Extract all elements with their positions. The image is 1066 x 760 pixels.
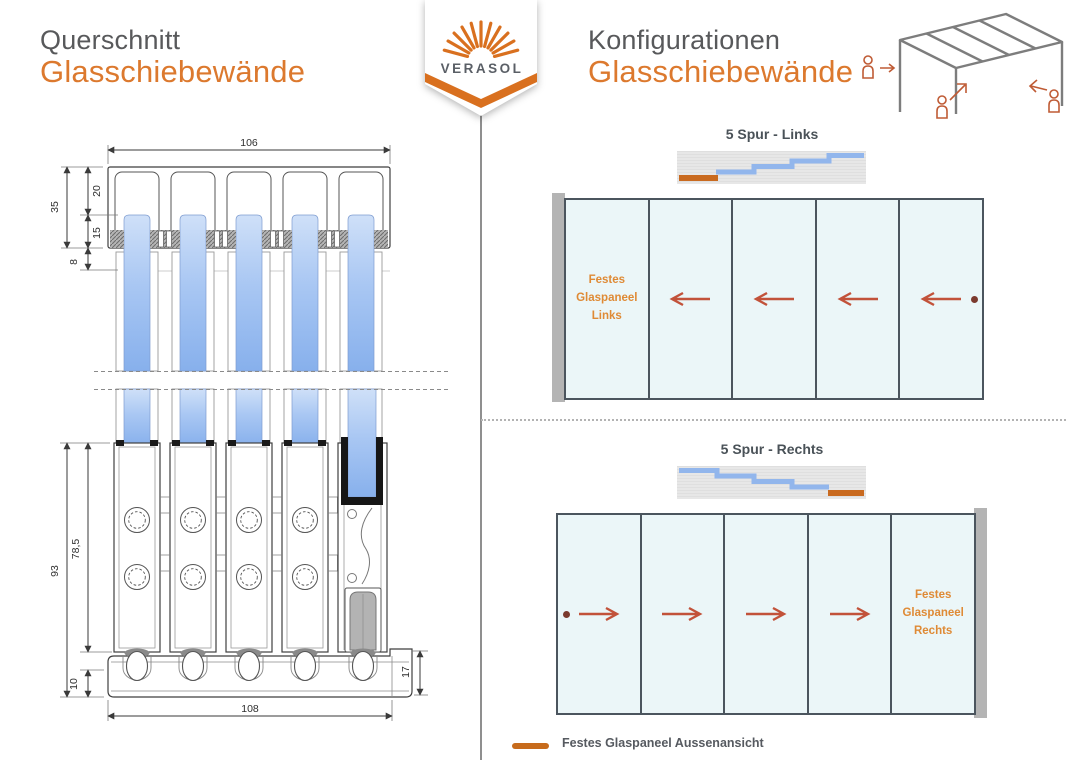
glass-panes-upper [123, 214, 375, 372]
legend-label: Festes Glaspaneel Aussenansicht [562, 736, 764, 750]
track-layout-links [677, 151, 866, 184]
section-divider [481, 419, 1066, 421]
dim-panel-rail-height: 78,5 [70, 539, 82, 560]
sliding-panel [731, 200, 815, 398]
left-header-title: Glasschiebewände [40, 54, 306, 90]
sliding-panel [898, 200, 982, 398]
pergola-icon [862, 12, 1064, 119]
handle-dot [971, 296, 978, 303]
sunburst-icon [442, 20, 520, 59]
bottom-rails [113, 440, 338, 653]
slide-left-arrow-icon [837, 291, 878, 307]
rollers [124, 648, 376, 682]
slide-right-arrow-icon [662, 606, 703, 622]
right-header: Konfigurationen Glasschiebewände [588, 25, 854, 90]
dim-top-lower: 15 [91, 227, 103, 239]
fixed-panel-rechts: Festes Glaspaneel Rechts [890, 515, 974, 713]
sliding-panel [558, 515, 640, 713]
dim-bottom-track-height: 10 [68, 678, 80, 690]
fixed-panel-rechts-label: Festes Glaspaneel Rechts [902, 589, 964, 637]
dim-bottom-total-height: 93 [49, 565, 61, 577]
screw-icons [124, 507, 318, 590]
sliding-panel [639, 515, 724, 713]
wall-post-left [552, 193, 565, 402]
vertical-divider [480, 110, 482, 760]
sliding-panels-steps [679, 468, 829, 490]
slide-right-arrow-icon [829, 606, 871, 622]
slide-left-arrow-icon [669, 291, 711, 307]
config-links-title: 5 Spur - Links [725, 126, 819, 142]
slide-left-arrow-icon [920, 291, 962, 307]
fixed-panel-links: Festes Glaspaneel Links [566, 200, 648, 398]
dim-top-total-height: 35 [49, 201, 61, 213]
left-header: Querschnitt Glasschiebewände [40, 25, 306, 90]
legend-fixed-panel-swatch [512, 743, 549, 749]
left-header-subtitle: Querschnitt [40, 25, 181, 55]
logo-chevron [425, 73, 537, 108]
person-icons [862, 55, 1060, 119]
wall-post-right [974, 508, 987, 718]
pergola-frame [898, 12, 1064, 114]
config-rechts-panels: Festes Glaspaneel Rechts [556, 513, 976, 715]
sliding-panel [647, 200, 732, 398]
break-lines [94, 371, 448, 390]
track-layout-rechts [677, 466, 866, 499]
sliding-panel [723, 515, 807, 713]
slide-right-arrow-icon [745, 606, 787, 622]
right-header-title: Glasschiebewände [588, 54, 854, 90]
fixed-panel-links-label: Festes Glaspaneel Links [576, 274, 638, 322]
right-header-subtitle: Konfigurationen [588, 25, 781, 55]
rail-connectors [160, 496, 338, 572]
slide-left-arrow-icon [753, 291, 794, 307]
config-rechts-title: 5 Spur - Rechts [720, 441, 824, 457]
slide-right-arrow-icon [578, 606, 620, 622]
glass-pane-end [347, 388, 377, 498]
dimensions: 106 35 20 15 8 93 78,5 10 108 17 [49, 137, 428, 721]
dim-clearance: 8 [68, 259, 80, 265]
verasol-logo: VERASOL [425, 0, 537, 116]
u-gasket [341, 437, 383, 505]
cross-section-drawing: 106 35 20 15 8 93 78,5 10 108 17 [49, 137, 448, 721]
brush-seals [110, 230, 388, 248]
config-links-panels: Festes Glaspaneel Links [564, 198, 984, 400]
dim-top-width: 106 [240, 137, 258, 149]
dim-step-height: 17 [400, 666, 412, 678]
dim-bottom-width: 108 [241, 703, 259, 715]
logo-brand-text: VERASOL [441, 61, 524, 76]
sliding-panels-steps [716, 153, 864, 175]
sliding-panel [806, 515, 891, 713]
handle-dot [563, 611, 570, 618]
dim-top-upper: 20 [91, 185, 103, 197]
sliding-panel [814, 200, 899, 398]
glass-panes-lower [123, 388, 319, 447]
glazing-gaskets [116, 440, 326, 446]
